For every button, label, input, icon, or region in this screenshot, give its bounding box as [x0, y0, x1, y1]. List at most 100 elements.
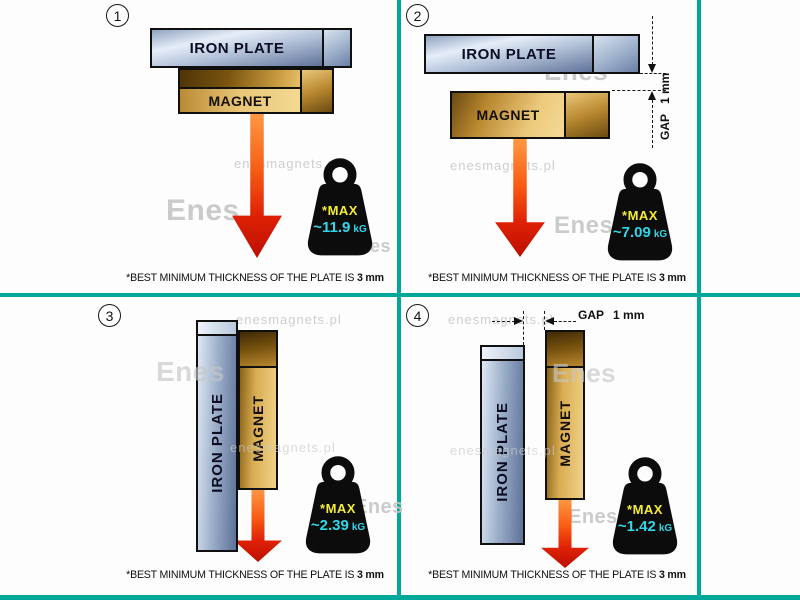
caption-text: *BEST MINIMUM THICKNESS OF THE PLATE IS [126, 272, 357, 284]
magnet-end-face [302, 68, 334, 114]
weight-value: ~1.42 [617, 517, 656, 535]
gap-arrow-left-icon [545, 317, 554, 325]
caption-bold: 3 mm [356, 272, 384, 284]
magnet: MAGNET [450, 91, 566, 139]
pull-force-arrow-icon [495, 137, 545, 257]
iron-plate-top-face [198, 322, 236, 336]
panel-4: enesmagnets.pl Enes Enes enesmagnets.pl … [400, 295, 700, 600]
weight-unit: kG [353, 223, 367, 235]
iron-plate-front-face: IRON PLATE [482, 361, 523, 543]
gap-extension-line [544, 311, 545, 330]
caption: *BEST MINIMUM THICKNESS OF THE PLATE IS … [407, 569, 707, 581]
watermark-logo: Enes [552, 358, 617, 388]
panel-number-text: 2 [413, 7, 422, 24]
weight-unit: kG [351, 521, 366, 533]
weight-kettlebell-icon [607, 163, 673, 261]
magnet-top-face [180, 70, 300, 89]
caption-bold: 3 mm [658, 569, 686, 581]
iron-plate: IRON PLATE [150, 28, 324, 68]
weight-kettlebell-icon [612, 457, 678, 555]
iron-plate-end-face [594, 34, 640, 74]
panel-number-text: 1 [113, 7, 122, 24]
caption: *BEST MINIMUM THICKNESS OF THE PLATE IS … [407, 272, 707, 284]
magnet-label: MAGNET [557, 399, 573, 467]
weight-value: ~7.09 [612, 223, 651, 241]
divider-horizontal-center [0, 293, 800, 297]
weight-value: ~11.9 [313, 218, 351, 236]
watermark-logo: Enes [568, 506, 618, 528]
iron-plate: IRON PLATE [196, 320, 238, 552]
watermark-site: enesmagnets.pl [450, 158, 556, 173]
panel-number: 2 [406, 4, 429, 27]
magnet-label: MAGNET [208, 92, 272, 109]
gap-dimension-line [652, 16, 653, 65]
pull-force-arrow-icon [232, 112, 282, 258]
gap-value-text: 1 mm [658, 72, 672, 104]
caption: *BEST MINIMUM THICKNESS OF THE PLATE IS … [105, 272, 405, 284]
magnet: MAGNET [545, 330, 585, 500]
watermark-site: enesmagnets.pl [236, 312, 342, 327]
iron-plate: IRON PLATE [424, 34, 594, 74]
watermark-logo: Enes [166, 194, 240, 227]
gap-arrow-right-icon [514, 317, 523, 325]
magnet-top-face [547, 332, 583, 368]
watermark-logo: Enes [554, 212, 614, 239]
gap-label-text: GAP [658, 113, 672, 140]
divider-horizontal-bottom [0, 595, 800, 600]
max-label: *MAX [622, 208, 658, 223]
gap-extension-line [612, 90, 666, 91]
magnet-top-face [240, 332, 276, 368]
caption-bold: 3 mm [356, 569, 384, 581]
iron-plate-label: IRON PLATE [461, 45, 557, 63]
magnet-front-face: MAGNET [180, 89, 300, 112]
gap-extension-line [523, 311, 524, 345]
pull-force-arrow-icon [234, 488, 282, 562]
max-label: *MAX [322, 203, 358, 218]
caption-text: *BEST MINIMUM THICKNESS OF THE PLATE IS [428, 272, 659, 284]
gap-arrow-down-icon [648, 64, 656, 73]
gap-arrow-up-icon [648, 91, 656, 100]
max-label: *MAX [627, 502, 663, 517]
watermark-site: enesmagnets.pl [230, 440, 336, 455]
panel-3: enesmagnets.pl Enes Enes enesmagnets.pl … [0, 295, 403, 600]
iron-plate-end-face [324, 28, 352, 68]
watermark-logo: Enes [156, 356, 225, 387]
weight-value: ~2.39 [310, 516, 349, 534]
caption-text: *BEST MINIMUM THICKNESS OF THE PLATE IS [126, 569, 357, 581]
magnet-front-face: MAGNET [240, 368, 276, 488]
gap-extension-line [640, 73, 666, 74]
watermark-logo: Enes [354, 496, 404, 518]
panel-1: enesmagnets.pl Enes Enes 1 IRON PLATE MA… [0, 0, 400, 295]
gap-label-text: GAP [578, 308, 605, 322]
gap-dimension-line [492, 321, 515, 322]
panel-number: 1 [106, 4, 129, 27]
weight-unit: kG [653, 228, 668, 240]
iron-plate-front-face: IRON PLATE [198, 336, 236, 550]
watermark-site: enesmagnets.pl [448, 312, 554, 327]
gap-dimension-line [652, 100, 653, 148]
magnet: MAGNET [178, 68, 302, 114]
weight-unit: kG [658, 522, 673, 534]
iron-plate-top-face [482, 347, 523, 361]
panel-number: 3 [98, 304, 121, 327]
magnet-end-face [566, 91, 610, 139]
panel-number-text: 4 [413, 307, 422, 324]
weight-kettlebell-icon [305, 456, 371, 554]
max-label: *MAX [320, 501, 356, 516]
panel-number-text: 3 [105, 307, 114, 324]
caption-bold: 3 mm [658, 272, 686, 284]
divider-vertical-right [697, 0, 701, 600]
panel-2: enesmagnets.pl Enes Enes 2 IRON PLATE MA… [400, 0, 700, 295]
gap-label: GAP 1 mm [658, 56, 672, 140]
weight-kettlebell-icon [307, 158, 373, 256]
